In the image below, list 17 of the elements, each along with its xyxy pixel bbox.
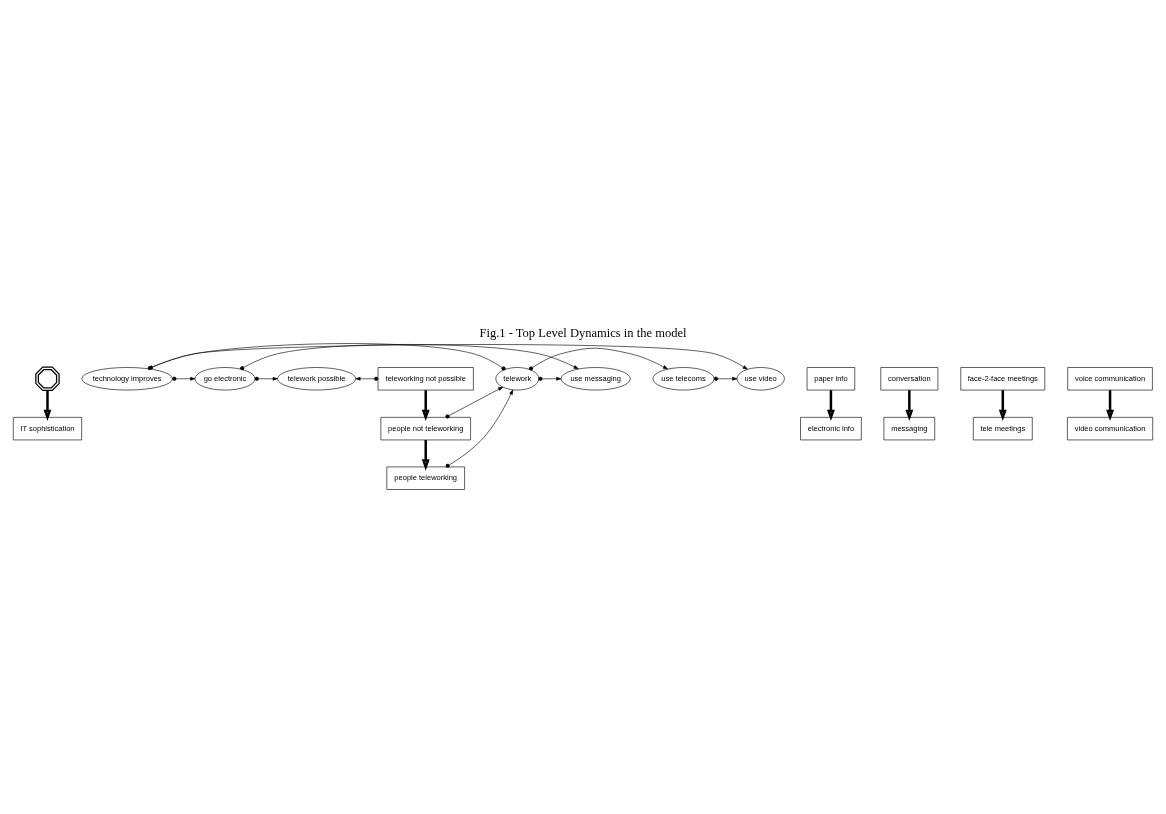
arrow [905,390,914,422]
arrow [421,390,430,422]
arrow [998,390,1007,422]
diagram-title: Fig.1 - Top Level Dynamics in the model [479,326,687,341]
arrow [43,390,52,421]
arrow [1106,390,1114,422]
arrow [445,389,514,468]
arrow [528,347,668,371]
arrow [240,344,579,371]
arrow [421,440,430,471]
arrow [538,376,562,381]
arrow [254,376,278,381]
arrow [355,376,379,381]
arrow [826,390,835,422]
arrow [713,376,738,381]
arrow [172,376,196,381]
arrow [445,386,504,419]
